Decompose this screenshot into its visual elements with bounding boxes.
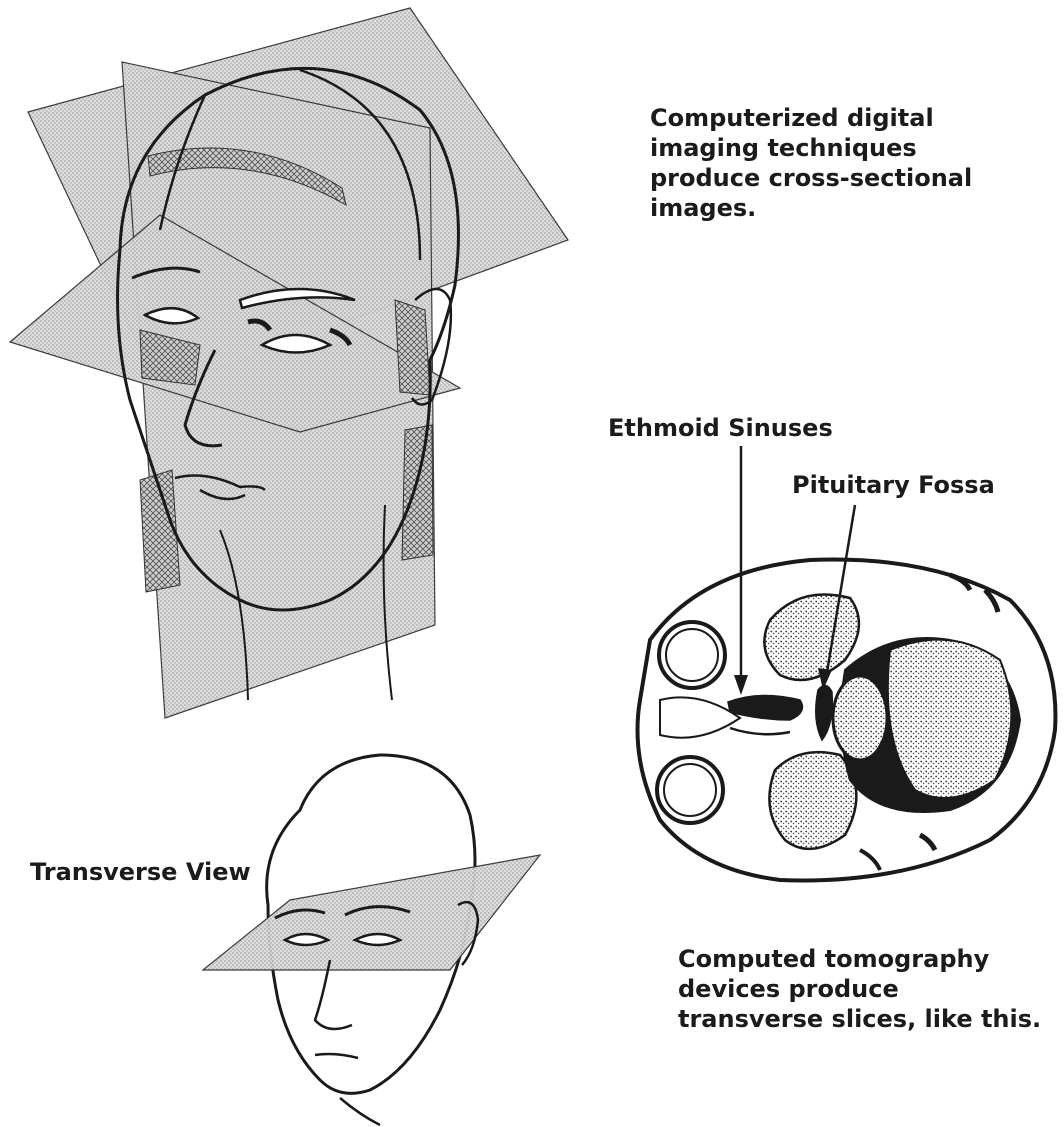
caption-imaging-techniques: Computerized digital imaging techniques … xyxy=(650,103,1030,223)
label-ethmoid-sinuses: Ethmoid Sinuses xyxy=(608,413,833,443)
small-head-diagram xyxy=(203,755,540,1125)
ct-slice-diagram xyxy=(638,560,1056,881)
label-pituitary-fossa: Pituitary Fossa xyxy=(792,470,995,500)
plane-intersection-ear xyxy=(395,300,430,395)
ct-left-orbit xyxy=(659,622,725,688)
large-head-diagram xyxy=(10,8,568,718)
ct-right-orbit xyxy=(657,757,723,823)
ct-frontal-lobe-lower xyxy=(769,752,856,849)
ct-midbrain xyxy=(833,676,887,760)
ct-temporal-lobe xyxy=(888,640,1012,798)
plane-intersection-neck-right xyxy=(402,425,433,560)
label-transverse-view: Transverse View xyxy=(30,857,251,887)
caption-computed-tomography: Computed tomography devices produce tran… xyxy=(678,944,1048,1034)
